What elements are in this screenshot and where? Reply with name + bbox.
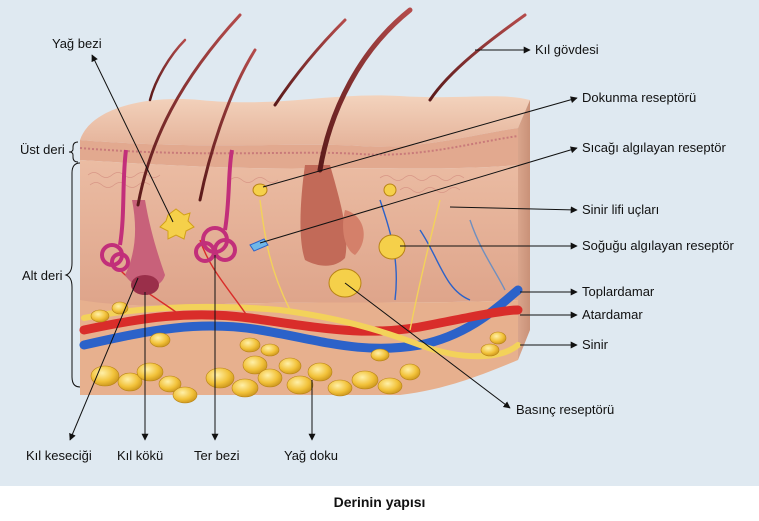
- label-sicagi-algilayan: Sıcağı algılayan reseptör: [582, 140, 726, 155]
- hair-follicle: [125, 200, 165, 288]
- label-ter-bezi: Ter bezi: [194, 448, 240, 463]
- epidermis-layer: [80, 128, 518, 169]
- label-kil-kesecigi: Kıl keseciği: [26, 448, 92, 463]
- label-yag-bezi: Yağ bezi: [52, 36, 102, 51]
- dermis-layer: [80, 160, 518, 306]
- heat-receptor-shape: [383, 183, 397, 197]
- fat-cells: [90, 301, 507, 404]
- label-sinir-lifi-uclari: Sinir lifi uçları: [582, 202, 660, 217]
- label-ust-deri: Üst deri: [20, 142, 65, 157]
- hair-shafts: [136, 7, 527, 207]
- label-basinc-reseptoru: Basınç reseptörü: [516, 402, 615, 417]
- ust-deri-bracket: [68, 141, 79, 163]
- label-sinir: Sinir: [582, 337, 609, 352]
- alt-deri-bracket: [64, 162, 81, 388]
- label-kil-govdesi: Kıl gövdesi: [535, 42, 599, 57]
- label-yag-doku: Yağ doku: [284, 448, 338, 463]
- touch-receptor-shape: [252, 183, 268, 197]
- cold-receptor-shape: [378, 234, 406, 260]
- label-toplardamar: Toplardamar: [582, 284, 655, 299]
- skin-surface: [80, 95, 530, 147]
- vein-vessel: [79, 285, 523, 353]
- label-atardamar: Atardamar: [582, 307, 643, 322]
- skin-side: [518, 100, 530, 360]
- label-dokunma-reseptoru: Dokunma reseptörü: [582, 90, 697, 105]
- sebaceous-gland: [159, 208, 195, 240]
- label-alt-deri: Alt deri: [22, 268, 63, 283]
- sweat-gland: [194, 149, 237, 263]
- artery-vessel: [79, 305, 523, 336]
- figure-caption: Derinin yapısı: [333, 494, 426, 510]
- skin-illustration: [64, 7, 578, 441]
- skin-diagram: Yağ bezi Kıl gövdesi Dokunma reseptörü Ü…: [20, 7, 734, 463]
- label-sogugu-algilayan: Soğuğu algılayan reseptör: [582, 238, 734, 253]
- label-kil-koku: Kıl kökü: [117, 448, 164, 463]
- caption-bar: [0, 486, 759, 521]
- central-follicle: [300, 165, 347, 266]
